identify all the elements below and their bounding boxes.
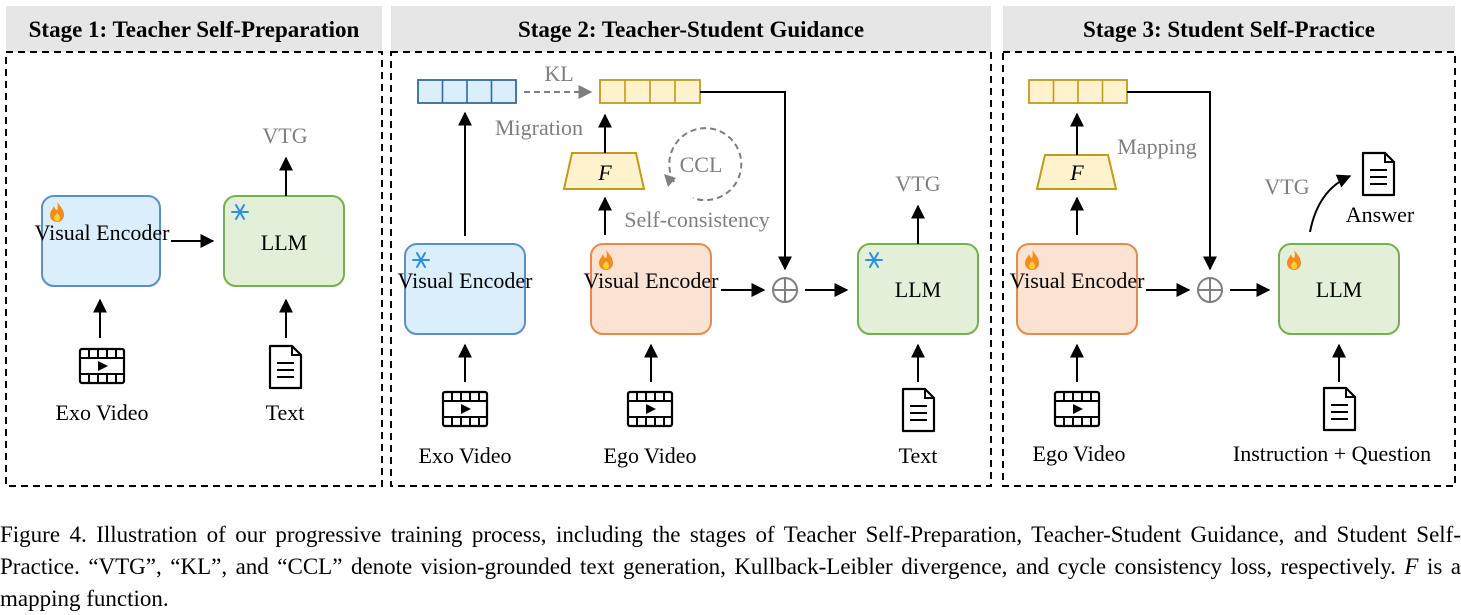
stage1-llm-label: LLM xyxy=(261,230,307,255)
stage2-ego-video-label: Ego Video xyxy=(604,443,697,468)
stage2-combine-node xyxy=(772,277,798,303)
stage2-exo-video-label: Exo Video xyxy=(419,443,512,468)
caption-part2: is a mapping function. xyxy=(0,554,1461,611)
stage3-encoder: Visual Encoder xyxy=(1010,243,1146,335)
stage2-vtg-output: VTG xyxy=(895,171,940,196)
stage1-video-icon xyxy=(78,347,126,385)
figure-caption: Figure 4. Illustration of our progressiv… xyxy=(0,519,1461,615)
stage3-llm-label: LLM xyxy=(1316,277,1362,302)
stage3-vtg-output: VTG xyxy=(1264,174,1309,199)
stage2-mapping-function: F xyxy=(562,152,646,190)
stage2-teacher-encoder: Visual Encoder xyxy=(398,243,534,335)
stage1-llm: LLM xyxy=(223,195,345,287)
training-diagram: Stage 1: Teacher Self-Preparation Stage … xyxy=(5,6,1456,487)
stage2-panel: Stage 2: Teacher-Student Guidance xyxy=(390,6,992,487)
stage2-teacher-encoder-label: Visual Encoder xyxy=(398,268,534,293)
stage3-encoder-label: Visual Encoder xyxy=(1010,268,1146,293)
stage2-title: Stage 2: Teacher-Student Guidance xyxy=(518,17,864,42)
caption-f-symbol: F xyxy=(1404,554,1419,579)
stage3-title: Stage 3: Student Self-Practice xyxy=(1083,17,1375,42)
stage2-self-consistency-label: Self-consistency xyxy=(624,207,769,232)
stage3-features xyxy=(1028,79,1128,104)
stage1-text-label: Text xyxy=(266,400,305,425)
stage2-f-label: F xyxy=(597,160,612,185)
stage2-text-icon xyxy=(901,387,936,433)
stage3-llm: LLM xyxy=(1278,243,1400,335)
stage2-teacher-features xyxy=(417,79,517,104)
stage3-ego-video-icon xyxy=(1053,390,1101,428)
stage2-exo-video-icon xyxy=(441,390,489,428)
stage2-ccl-cycle: CCL xyxy=(664,127,743,202)
stage1-visual-encoder: Visual Encoder xyxy=(35,195,171,287)
caption-part1: Figure 4. Illustration of our progressiv… xyxy=(0,522,1461,579)
stage2-text-label: Text xyxy=(899,443,938,468)
stage3-combine-node xyxy=(1197,277,1223,303)
stage1-vtg-output: VTG xyxy=(262,123,307,148)
stage3-panel: Stage 3: Student Self-Practice xyxy=(1002,6,1456,487)
stage2-student-features xyxy=(599,79,701,104)
stage3-text-icon xyxy=(1322,386,1357,432)
stage3-f-label: F xyxy=(1069,160,1084,185)
stage2-llm-label: LLM xyxy=(895,277,941,302)
stage1-title: Stage 1: Teacher Self-Preparation xyxy=(29,17,360,42)
stage1-encoder-label: Visual Encoder xyxy=(35,220,171,245)
stage3-instruction-label: Instruction + Question xyxy=(1233,441,1431,466)
stage1-text-icon xyxy=(268,344,303,390)
stage2-ccl-label: CCL xyxy=(680,152,723,177)
stage2-kl-label: KL xyxy=(544,61,573,86)
stage3-mapping-function: F xyxy=(1035,154,1118,190)
stage1-panel: Stage 1: Teacher Self-Preparation xyxy=(5,6,383,487)
stage3-mapping-label: Mapping xyxy=(1117,134,1196,159)
stage3-answer-label: Answer xyxy=(1346,202,1415,227)
stage1-exo-video-label: Exo Video xyxy=(56,400,149,425)
stage3-answer-icon xyxy=(1361,151,1396,197)
stage2-student-encoder-label: Visual Encoder xyxy=(584,268,720,293)
stage2-ego-video-icon xyxy=(626,390,674,428)
stage2-migration-label: Migration xyxy=(495,115,583,140)
stage2-llm: LLM xyxy=(857,243,979,335)
stage2-student-encoder: Visual Encoder xyxy=(584,243,720,335)
stage3-ego-video-label: Ego Video xyxy=(1033,441,1126,466)
